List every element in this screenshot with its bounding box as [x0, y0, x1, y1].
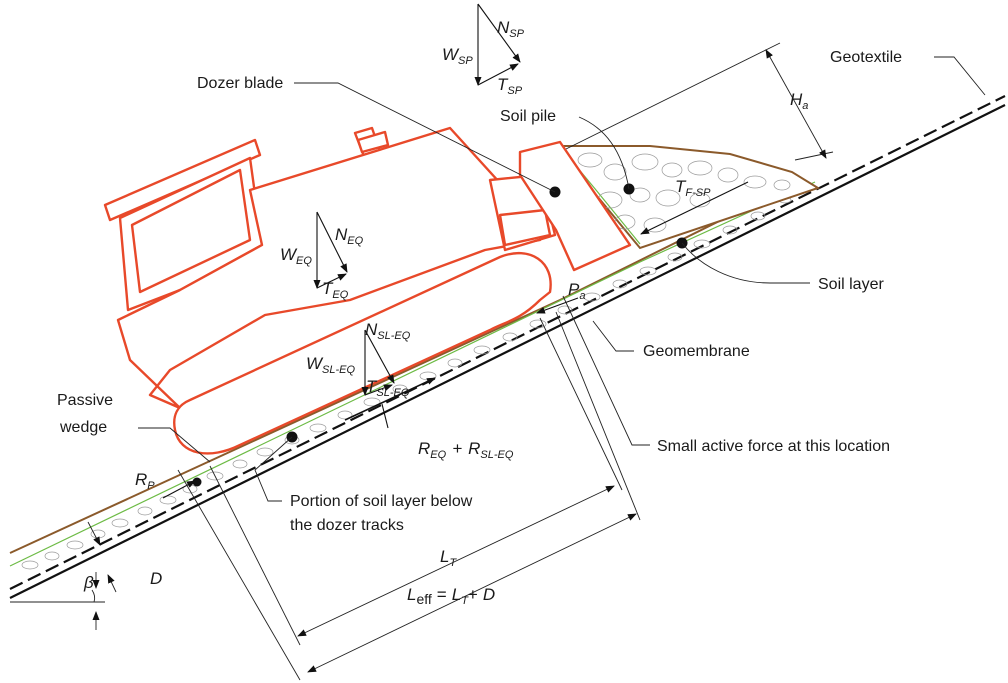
soil-pile-pebbles	[577, 152, 791, 233]
geomembrane-line	[9, 104, 1006, 599]
P-a-arrow	[536, 297, 579, 314]
soil-layer-leader	[681, 242, 810, 284]
passive-wedge-leader	[138, 427, 211, 463]
D-tick-bottom	[107, 574, 117, 593]
T-EQ-arrow	[316, 273, 347, 289]
H-a-label: Ha	[790, 90, 808, 112]
T-SP-label: TSP	[497, 75, 523, 97]
L-T-ext-right	[539, 317, 623, 491]
H-a-ext-bottom	[794, 151, 834, 161]
P-a-label: Pa	[568, 280, 585, 302]
dozer-blade-leader	[294, 82, 556, 193]
R-arrow	[344, 377, 436, 421]
N-EQ-label: NEQ	[335, 225, 364, 247]
beta-arc	[91, 589, 96, 603]
T-SL-EQ-label: TSL-EQ	[366, 377, 410, 399]
geotextile-line	[9, 95, 1006, 590]
portion-label-1: Portion of soil layer below	[290, 493, 473, 510]
dozer-cab-window	[130, 168, 252, 294]
passive-wedge-label-2: wedge	[59, 419, 107, 436]
L-T-label: LT	[440, 547, 457, 569]
force-arrows	[162, 3, 749, 499]
geotextile-leader	[934, 56, 986, 96]
N-SL-EQ-label: NSL-EQ	[365, 320, 411, 342]
dozer-blade-label: Dozer blade	[197, 75, 283, 92]
L-eff-label: Leff=LT+D	[407, 585, 495, 607]
L-eff-ext-left	[177, 469, 301, 681]
N-SP-label: NSP	[497, 18, 525, 40]
soil-layer-label: Soil layer	[818, 276, 884, 293]
T-F-SP-label: TF-SP	[675, 177, 711, 199]
R-P-arrow	[162, 480, 196, 499]
leader-lines	[138, 56, 986, 502]
T-EQ-label: TEQ	[322, 279, 349, 301]
geomembrane-label: Geomembrane	[643, 343, 750, 360]
geomembrane-leader	[592, 320, 634, 352]
portion-label-2: the dozer tracks	[290, 517, 404, 534]
symbol-labels: WSP NSP TSP Ha TF-SP WEQ NEQ TEQ Pa NSL-…	[83, 18, 808, 607]
text-labels: Geotextile Dozer blade Soil pile Soil la…	[57, 49, 902, 534]
R-tick	[381, 403, 389, 429]
dozer-track	[173, 251, 552, 455]
soil-pile-leader	[578, 116, 630, 190]
D-tick-top	[87, 521, 101, 546]
L-T-ext-left	[209, 465, 301, 646]
W-SP-label: WSP	[442, 45, 473, 67]
W-EQ-label: WEQ	[280, 245, 312, 267]
T-SP-arrow	[477, 63, 519, 86]
geotextile-label: Geotextile	[830, 49, 902, 66]
N-SL-EQ-arrow	[364, 329, 395, 384]
dimension-lines	[10, 42, 834, 681]
portion-leader	[254, 436, 293, 502]
soil-pile-label: Soil pile	[500, 108, 556, 125]
H-a-ext-top	[565, 42, 781, 150]
small-active-force-label: Small active force at this location	[657, 438, 890, 455]
passive-wedge-label-1: Passive	[57, 392, 113, 409]
beta-label: β	[83, 573, 94, 592]
small-active-leader	[562, 295, 650, 446]
N-SP-arrow	[477, 3, 521, 63]
L-eff-ext-right	[555, 311, 641, 521]
dozer-cab-roof	[103, 138, 262, 222]
T-SL-EQ-arrow	[364, 384, 393, 396]
dozer-blade-arm-inner	[498, 208, 552, 247]
T-F-SP-arrow	[640, 181, 749, 235]
W-SL-EQ-label: WSL-EQ	[306, 354, 356, 376]
H-a-dim	[765, 49, 827, 159]
D-label: D	[150, 569, 162, 588]
R-sum-label: REQ+RSL-EQ	[418, 439, 514, 461]
dozer	[103, 126, 632, 455]
dozer-blade-shape	[518, 140, 632, 272]
N-EQ-arrow	[316, 211, 348, 273]
L-eff-dim	[307, 513, 637, 673]
soil-layer-pebbles	[21, 196, 792, 570]
R-P-label: RP	[135, 470, 155, 492]
dozer-exhaust-cap	[356, 130, 390, 154]
